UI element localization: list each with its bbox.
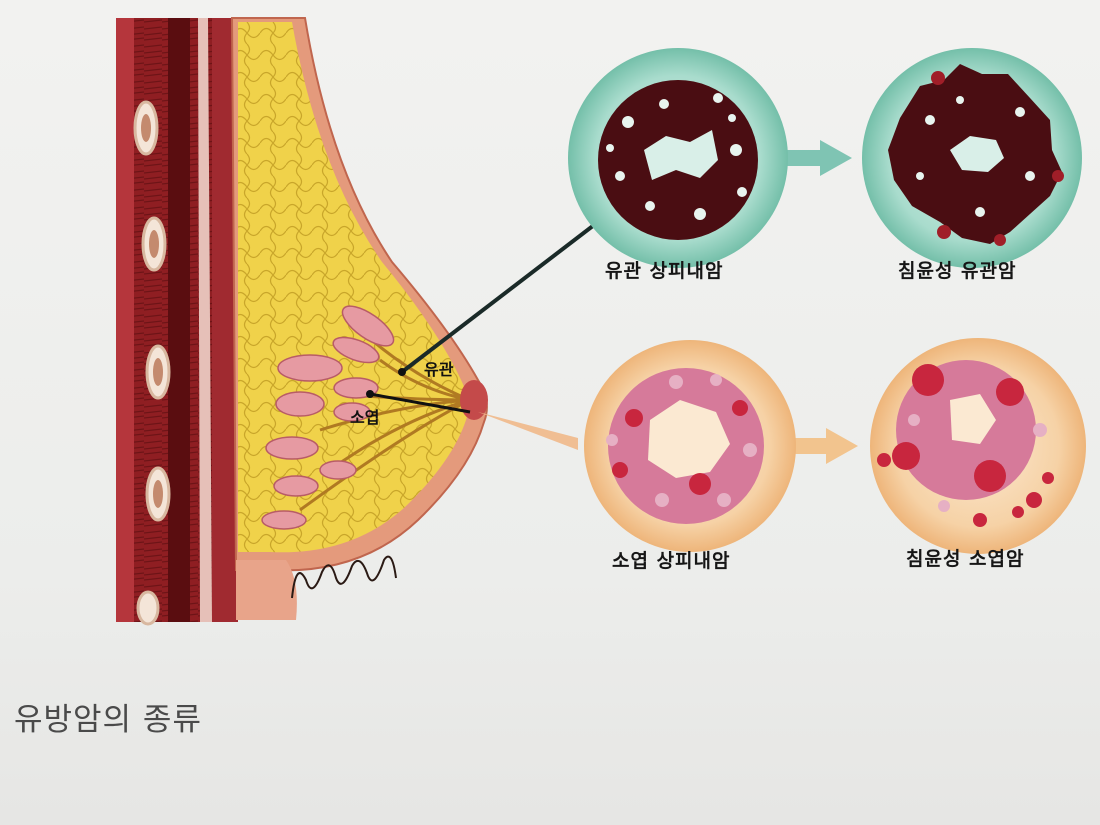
arrow-ductal bbox=[786, 140, 852, 176]
invasive-lobular-illustration bbox=[877, 360, 1054, 527]
invasive-ductal-illustration bbox=[888, 64, 1064, 246]
pointer-lines bbox=[366, 220, 600, 450]
arrow-lobular bbox=[794, 428, 858, 464]
page-title: 유방암의 종류 bbox=[14, 702, 202, 738]
breast-cancer-diagram bbox=[116, 17, 1086, 626]
caption-lobular-in-situ: 소엽 상피내암 bbox=[612, 550, 731, 572]
label-lobule: 소엽 bbox=[350, 408, 380, 427]
label-duct: 유관 bbox=[424, 360, 454, 379]
ductal-in-situ-illustration bbox=[598, 80, 758, 240]
chest-wall bbox=[116, 18, 238, 622]
lobules bbox=[261, 305, 471, 530]
caption-invasive-lobular: 침윤성 소엽암 bbox=[906, 548, 1025, 570]
rib-cross-sections bbox=[133, 100, 171, 626]
caption-invasive-ductal: 침윤성 유관암 bbox=[898, 260, 1017, 282]
caption-ductal-in-situ: 유관 상피내암 bbox=[605, 260, 724, 282]
lobular-in-situ-illustration bbox=[606, 368, 764, 524]
signature bbox=[291, 555, 397, 599]
breast-tissue bbox=[230, 17, 488, 620]
